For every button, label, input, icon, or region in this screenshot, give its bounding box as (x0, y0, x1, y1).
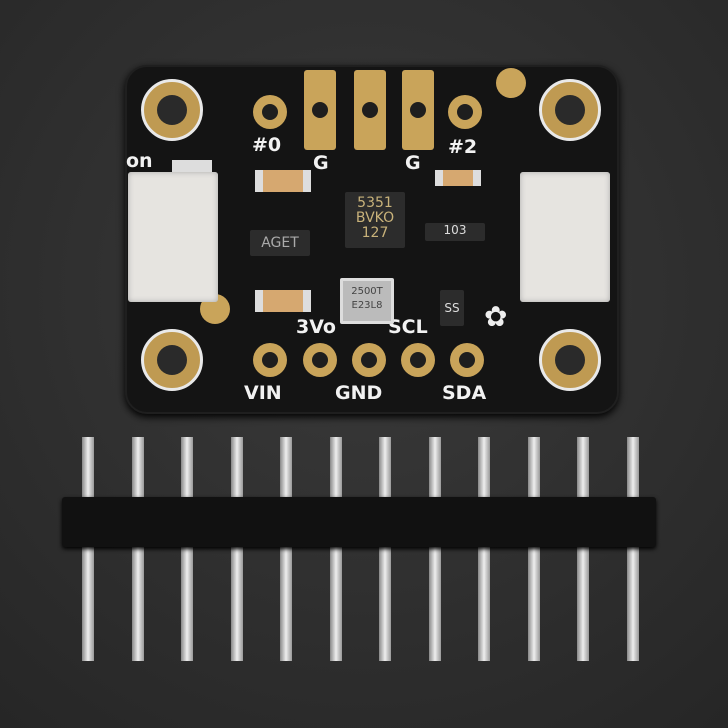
stemma-connector-left (128, 172, 218, 302)
header-plastic (62, 497, 656, 547)
mounting-hole (141, 329, 203, 391)
solder-jumper (402, 70, 434, 150)
mounting-hole (539, 79, 601, 141)
header-pin (280, 437, 292, 661)
capacitor (435, 170, 481, 186)
stemma-connector-right (520, 172, 610, 302)
mounting-hole (539, 329, 601, 391)
label-on: on (126, 150, 153, 172)
clock-generator-chip: 5351 BVKO 127 (345, 192, 405, 248)
fiducial (496, 68, 526, 98)
header-pin (379, 437, 391, 661)
header-pin (230, 437, 243, 661)
label-g: G (405, 152, 421, 174)
pad (253, 95, 287, 129)
pad (401, 343, 435, 377)
label-3vo: 3Vo (296, 316, 336, 338)
header-pin (329, 437, 342, 661)
label-g: G (313, 152, 329, 174)
solder-jumper (304, 70, 336, 150)
header-pin (527, 437, 540, 661)
label-sda: SDA (442, 382, 487, 404)
label-addr2: #2 (448, 136, 478, 158)
pad (450, 343, 484, 377)
capacitor (255, 170, 311, 192)
header-pin (626, 437, 639, 661)
header-pin (131, 437, 144, 661)
label-scl: SCL (388, 316, 428, 338)
power-led (172, 160, 212, 172)
adafruit-logo-icon: ✿ (484, 300, 508, 333)
header-pin (82, 437, 94, 661)
header-pin (577, 437, 589, 661)
pad (448, 95, 482, 129)
pad (352, 343, 386, 377)
pad (303, 343, 337, 377)
capacitor (255, 290, 311, 312)
header-pin (428, 437, 441, 661)
label-addr0: #0 (252, 134, 282, 156)
regulator-chip: AGET (250, 230, 310, 256)
header-pin (478, 437, 490, 661)
solder-jumper (354, 70, 386, 150)
mosfet: SS (440, 290, 464, 326)
label-gnd: GND (335, 382, 383, 404)
label-vin: VIN (244, 382, 282, 404)
header-pin (181, 437, 193, 661)
resistor-network: 103 (425, 223, 485, 241)
crystal: 2500T E23L8 (340, 278, 394, 324)
pad (253, 343, 287, 377)
mounting-hole (141, 79, 203, 141)
